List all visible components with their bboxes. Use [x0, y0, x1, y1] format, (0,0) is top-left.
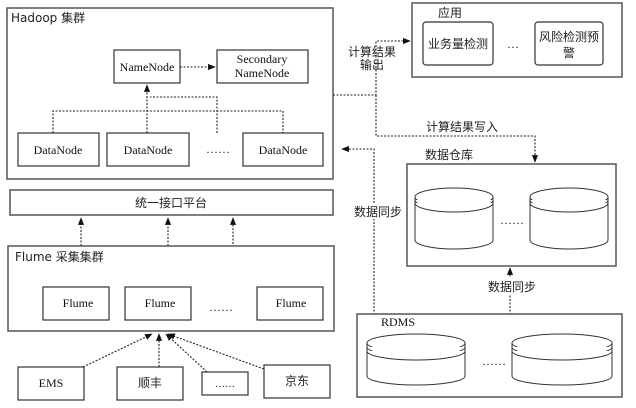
namenode-label: NameNode — [120, 60, 175, 74]
secondary-namenode-label-1: Secondary — [237, 52, 288, 66]
datanode-2-label: DataNode — [124, 143, 173, 157]
sync-left-label: 数据同步 — [354, 204, 402, 219]
compute-output-label-1: 计算结果 — [348, 44, 396, 59]
hadoop-to-warehouse-arrow — [375, 95, 539, 163]
sync-left-label-bg — [354, 203, 404, 219]
flume-cluster: Flume 采集集群 Flume Flume …… Flume — [7, 245, 335, 332]
warehouse-database-1-icon — [414, 187, 494, 250]
hadoop-cluster: Hadoop 集群 NameNode Secondary NameNode Da… — [6, 7, 334, 180]
app-risk-detection-warning[interactable]: 风险检测预 警 — [534, 21, 604, 66]
secondary-namenode[interactable]: Secondary NameNode — [216, 49, 309, 84]
datanode-2[interactable]: DataNode — [106, 132, 190, 167]
flume-node-3-label: Flume — [276, 296, 307, 310]
datanode-1[interactable]: DataNode — [17, 132, 100, 167]
hadoop-to-application-arrow — [333, 37, 411, 96]
app-ellipsis: … — [507, 37, 519, 51]
sync-right-label-bg — [488, 278, 536, 294]
source-shunfeng[interactable]: 顺丰 — [116, 366, 184, 401]
rdms-title: RDMS — [381, 315, 415, 329]
app-business-volume-detection[interactable]: 业务量检测 — [422, 21, 494, 66]
datanode-ellipsis: …… — [206, 142, 230, 156]
source-ems[interactable]: EMS — [17, 366, 85, 401]
flume-node-2-label: Flume — [145, 296, 176, 310]
application-group: 应用 业务量检测 … 风险检测预 警 — [411, 2, 623, 78]
flume-to-interface-arrow-3 — [229, 217, 252, 247]
flume-ellipsis: …… — [209, 300, 233, 314]
source-other-label: …… — [215, 379, 235, 390]
datanode-3-label: DataNode — [259, 143, 308, 157]
datanode-1-label: DataNode — [34, 143, 83, 157]
data-warehouse-title: 数据仓库 — [425, 147, 473, 162]
other-source-to-flume-arrow — [165, 333, 208, 373]
application-title: 应用 — [438, 5, 462, 20]
datanode-3[interactable]: DataNode — [242, 132, 324, 167]
flume-cluster-title: Flume 采集集群 — [15, 249, 104, 264]
unified-interface-label: 统一接口平台 — [135, 195, 207, 210]
namenode[interactable]: NameNode — [113, 49, 181, 84]
rdms: RDMS …… — [356, 313, 623, 398]
app-item-2-label-2: 警 — [563, 45, 575, 60]
rdms-ellipsis: …… — [482, 354, 506, 368]
rdms-database-2-icon — [511, 333, 613, 386]
flume-node-1-label: Flume — [63, 296, 94, 310]
jingdong-to-flume-arrow — [167, 333, 265, 370]
secondary-namenode-label-2: NameNode — [235, 66, 290, 80]
app-item-1-label: 业务量检测 — [428, 36, 488, 51]
hadoop-cluster-title: Hadoop 集群 — [11, 10, 85, 25]
warehouse-database-2-icon — [529, 187, 609, 250]
source-other[interactable]: …… — [201, 371, 249, 396]
datanode-bus-line — [52, 110, 284, 133]
ems-to-flume-arrow — [82, 333, 153, 368]
rdms-to-hadoop-sync-arrow — [341, 145, 375, 315]
warehouse-ellipsis: …… — [500, 213, 524, 227]
rdms-database-1-icon — [366, 333, 466, 386]
app-item-2-label-1: 风险检测预 — [539, 29, 599, 44]
compute-output-label-2: 输出 — [360, 57, 384, 72]
data-warehouse: 数据仓库 …… — [406, 147, 617, 267]
datanode-ellipsis-connector — [150, 96, 218, 133]
sync-right-label: 数据同步 — [488, 279, 536, 294]
source-shunfeng-label: 顺丰 — [138, 376, 162, 390]
source-ems-label: EMS — [39, 376, 64, 390]
source-jingdong-label: 京东 — [285, 374, 309, 388]
flume-node-3[interactable]: Flume — [256, 286, 324, 321]
flume-node-1[interactable]: Flume — [42, 286, 110, 321]
unified-interface-platform[interactable]: 统一接口平台 — [9, 189, 334, 216]
flume-node-2[interactable]: Flume — [124, 286, 192, 321]
compute-write-label: 计算结果写入 — [426, 119, 498, 134]
source-jingdong[interactable]: 京东 — [263, 364, 331, 399]
